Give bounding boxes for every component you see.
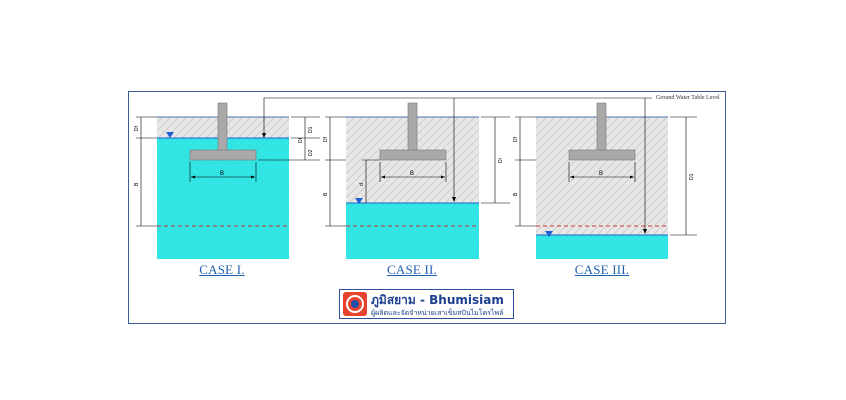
logo-subtitle: ผู้ผลิตและจัดจำหน่ายเสาเข็มสปันไมโครไพล์: [371, 309, 504, 317]
footing: [568, 149, 636, 161]
bhumisiam-logo: ภูมิสยาม - Bhumisiam ผู้ผลิตและจัดจำหน่า…: [339, 289, 514, 319]
dim-label: d: [359, 183, 365, 186]
dim-label: B: [513, 192, 519, 196]
dim-label: Df: [323, 136, 329, 142]
saturated-soil: [346, 203, 479, 259]
case-1-label: CASE I.: [199, 262, 245, 277]
dim-label: Di: [498, 158, 504, 163]
footing: [379, 149, 447, 161]
logo-title: ภูมิสยาม - Bhumisiam: [371, 293, 504, 307]
dim-label: Df: [513, 136, 519, 142]
dim-label: Df: [134, 125, 140, 131]
dim-label: Df: [298, 137, 304, 143]
dim-label: B: [134, 182, 140, 186]
case-3-section: B Df B D1: [513, 102, 697, 259]
case-2-section: B Df B d Di: [323, 102, 510, 259]
bhumisiam-mark-icon: [343, 292, 367, 316]
dim-label: D1: [689, 173, 695, 180]
dim-label: D1: [308, 126, 314, 133]
water-level-icon: [355, 198, 363, 204]
ground-water-table-label: Ground Water Table Level: [656, 95, 720, 101]
case-2-label: CASE II.: [387, 262, 437, 277]
column: [407, 102, 418, 152]
saturated-soil: [536, 235, 668, 259]
column: [217, 102, 228, 152]
column: [596, 102, 607, 152]
width-label: B: [410, 171, 414, 177]
water-level-icon: [545, 231, 553, 237]
dim-label: D2: [308, 149, 314, 156]
case-3-label: CASE III.: [574, 262, 630, 277]
width-label: B: [220, 171, 224, 177]
width-label: B: [599, 171, 603, 177]
footing: [189, 149, 257, 161]
case-1-section: B Df B D1 Df D2: [134, 102, 320, 259]
dim-label: B: [323, 192, 329, 196]
gwt-leader-lines: [262, 97, 652, 234]
water-level-icon: [166, 132, 174, 138]
